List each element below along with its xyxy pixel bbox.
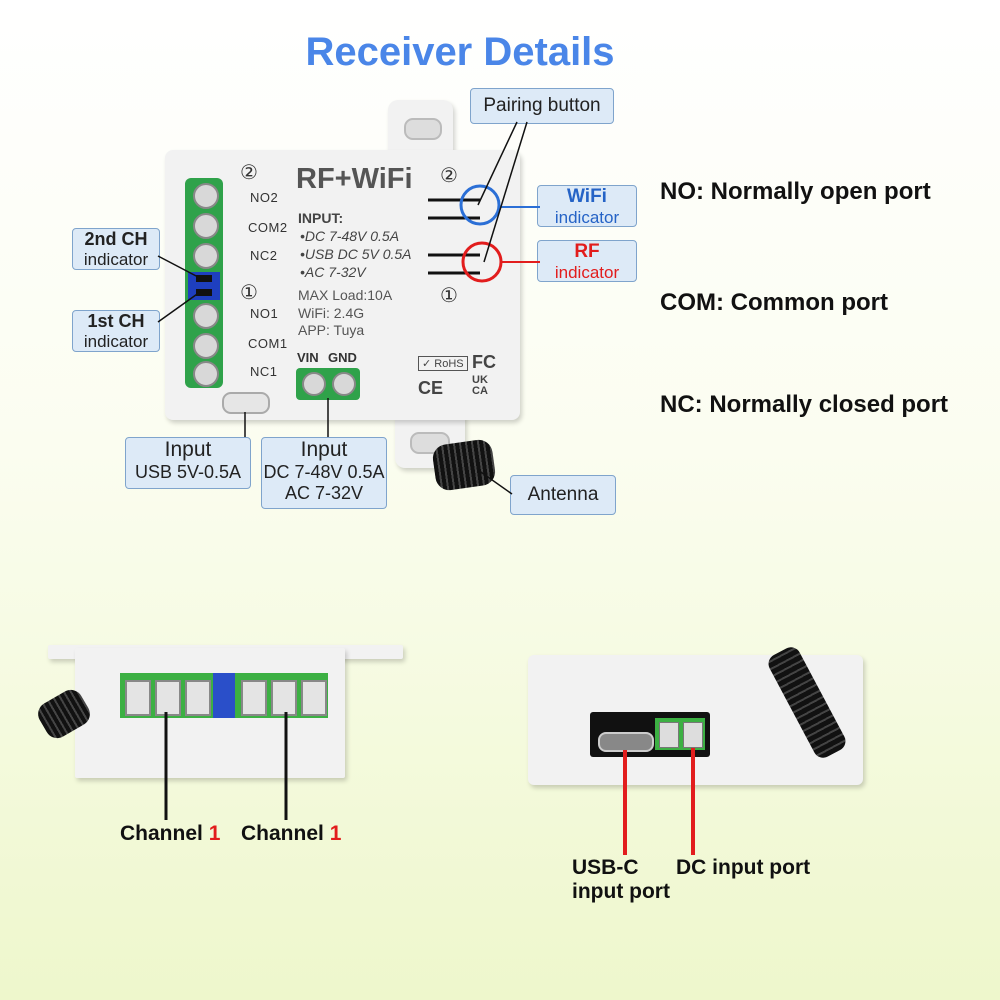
note-normally-closed: NC: Normally closed port	[660, 391, 949, 418]
side-terminal-slot	[271, 680, 297, 716]
ch1-led	[196, 289, 212, 296]
vin-label: VIN	[297, 350, 319, 365]
ch1-callout-sub: indicator	[83, 331, 149, 351]
pairing-leader-1	[477, 121, 518, 206]
gnd-label: GND	[328, 350, 357, 365]
ch1-indicator-callout: 1st CH indicator	[72, 310, 160, 352]
ch1-leader	[157, 291, 201, 323]
terminal-label-nc2: NC2	[250, 248, 278, 263]
ukca-mark: UK CA	[472, 375, 488, 397]
side-terminal-slot	[185, 680, 211, 716]
dc-callout-sub-1: DC 7-48V 0.5A	[263, 462, 385, 483]
channel-b-label: Channel 1	[241, 822, 341, 846]
side-terminal-slot	[125, 680, 151, 716]
ch2-callout-title: 2nd CH	[84, 229, 148, 249]
channel-1-number-right: ①	[440, 285, 458, 307]
rear-terminal-slot	[659, 722, 679, 748]
terminal-screw	[193, 333, 219, 359]
side-indicator	[213, 673, 235, 718]
device-input-label: INPUT:	[298, 210, 344, 226]
terminal-screw	[193, 243, 219, 269]
wifi-indicator-ring	[459, 184, 501, 226]
channel-b-text: Channel	[241, 822, 324, 845]
device-max-load: MAX Load:10A	[298, 287, 393, 303]
ch1-callout-title: 1st CH	[87, 311, 145, 331]
usbc-port-label: USB-C input port	[572, 856, 670, 904]
dc-port-label: DC input port	[676, 856, 811, 879]
rohs-mark: ✓ RoHS	[418, 356, 468, 371]
rear-terminal-slot	[683, 722, 703, 748]
terminal-screw	[193, 183, 219, 209]
terminal-screw	[193, 213, 219, 239]
usb-callout-title: Input	[164, 438, 212, 461]
channel-a-number: 1	[208, 822, 221, 845]
ch2-indicator-callout: 2nd CH indicator	[72, 228, 160, 270]
note-common: COM: Common port	[660, 289, 888, 316]
terminal-label-com2: COM2	[248, 220, 288, 235]
ukca-line-2: CA	[472, 385, 488, 397]
side-terminal-slot	[241, 680, 267, 716]
device-input-line-3: •AC 7-32V	[300, 264, 366, 280]
terminal-screw	[193, 361, 219, 387]
device-input-line-1: •DC 7-48V 0.5A	[300, 228, 400, 244]
antenna-leader	[477, 469, 513, 495]
usb-input-callout: Input USB 5V-0.5A	[125, 437, 251, 489]
terminal-screw	[302, 372, 326, 396]
device-app: APP: Tuya	[298, 322, 365, 338]
wifi-indicator-callout: WiFi indicator	[537, 185, 637, 227]
terminal-screw	[193, 303, 219, 329]
pairing-button-callout: Pairing button	[470, 88, 614, 124]
channel-2-number: ②	[240, 162, 258, 184]
mount-hole-top	[404, 118, 442, 140]
terminal-label-com1: COM1	[248, 336, 288, 351]
terminal-label-no1: NO1	[250, 306, 279, 321]
channel-1-number: ①	[240, 282, 258, 304]
rf-callout-sub: indicator	[554, 262, 620, 282]
ch2-leader	[157, 255, 201, 279]
terminal-screw	[332, 372, 356, 396]
device-input-line-2: •USB DC 5V 0.5A	[300, 246, 412, 262]
dc-input-callout: Input DC 7-48V 0.5A AC 7-32V	[261, 437, 387, 509]
pairing-leader-2	[483, 121, 528, 263]
dc-callout-title: Input	[300, 438, 348, 461]
ukca-line-1: UK	[472, 374, 488, 386]
channel-a-label: Channel 1	[120, 822, 220, 846]
wifi-callout-title: WiFi	[567, 186, 607, 207]
ce-mark: CE	[418, 378, 444, 398]
channel-b-number: 1	[329, 822, 342, 845]
usb-callout-sub: USB 5V-0.5A	[134, 462, 242, 483]
page-title: Receiver Details	[305, 30, 615, 74]
rohs-text: RoHS	[434, 358, 464, 370]
side-terminal-slot	[155, 680, 181, 716]
channel-2-number-right: ②	[440, 165, 458, 187]
fc-mark: FC	[472, 352, 496, 372]
usb-c-port	[222, 392, 270, 414]
antenna-callout: Antenna	[510, 475, 616, 515]
device-wifi-spec: WiFi: 2.4G	[298, 305, 365, 321]
dc-callout-sub-2: AC 7-32V	[284, 482, 364, 503]
terminal-label-nc1: NC1	[250, 364, 278, 379]
usbc-label-line-2: input port	[572, 880, 670, 904]
wifi-callout-sub: indicator	[554, 207, 620, 227]
rf-indicator-callout: RF indicator	[537, 240, 637, 282]
side-terminal-slot	[301, 680, 327, 716]
terminal-label-no2: NO2	[250, 190, 279, 205]
note-normally-open: NO: Normally open port	[660, 178, 931, 205]
ch2-callout-sub: indicator	[83, 249, 149, 269]
device-brand: RF+WiFi	[296, 163, 413, 195]
rf-callout-title: RF	[574, 241, 600, 262]
channel-a-text: Channel	[120, 822, 203, 845]
usbc-label-line-1: USB-C	[572, 856, 639, 879]
ch2-led	[196, 275, 212, 282]
